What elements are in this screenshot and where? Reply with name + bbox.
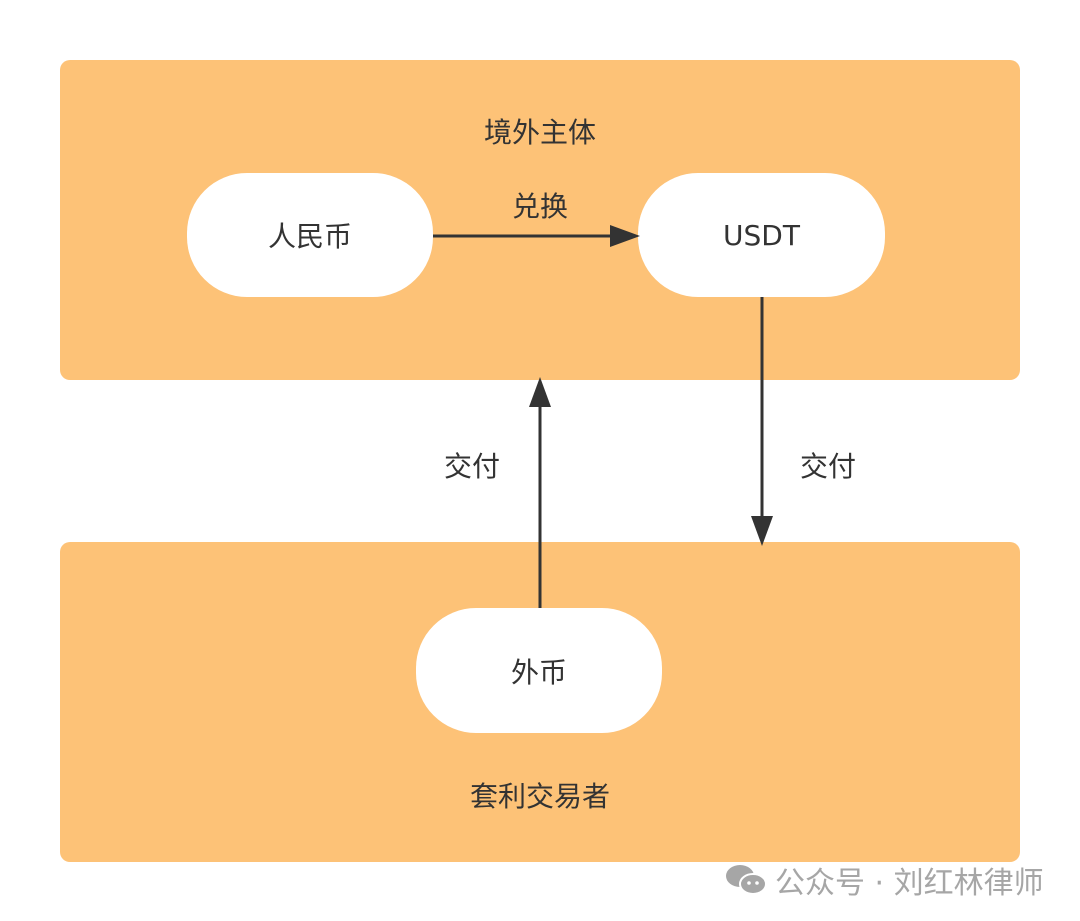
arrow-usdt-to-trader — [751, 297, 773, 546]
node-usdt: USDT — [638, 173, 885, 297]
arrow-exchange — [433, 225, 640, 247]
watermark-text: 公众号 · 刘红林律师 — [775, 866, 1044, 901]
group-title-overseas-entity: 境外主体 — [483, 116, 597, 149]
node-foreign-currency: 外币 — [416, 608, 662, 733]
edge-label-exchange: 兑换 — [511, 190, 569, 223]
node-rmb: 人民币 — [187, 173, 433, 297]
wechat-icon — [726, 865, 767, 895]
edge-label-deliver-right: 交付 — [799, 450, 857, 483]
watermark: 公众号 · 刘红林律师 — [725, 858, 1044, 902]
group-title-arbitrage-trader: 套利交易者 — [469, 780, 611, 813]
edge-label-deliver-left: 交付 — [443, 450, 501, 483]
arrow-foreign-to-entity — [529, 377, 551, 608]
